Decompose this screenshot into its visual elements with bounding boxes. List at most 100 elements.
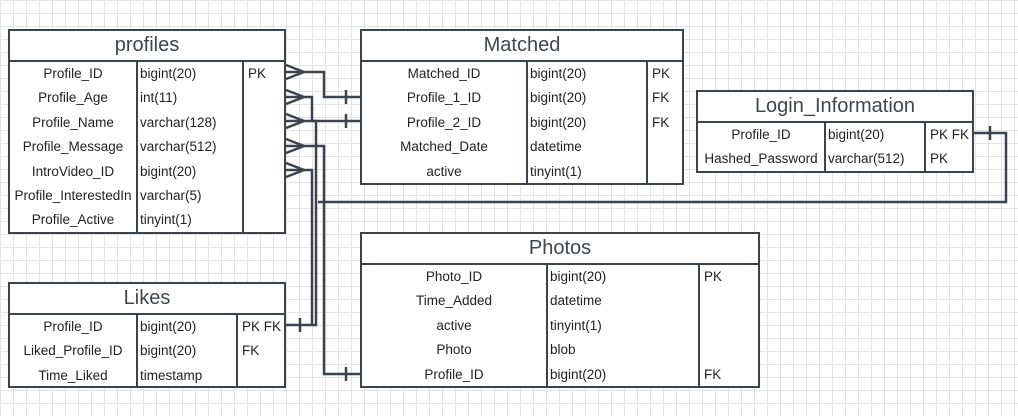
entity-profiles[interactable]: profiles Profile_ID Profile_Age Profile_…: [8, 29, 286, 234]
field-key: PK: [930, 151, 949, 167]
field-name: Profile_ID: [43, 319, 103, 334]
column-names: Matched_ID Profile_1_ID Profile_2_ID Mat…: [362, 62, 528, 184]
field-key: [648, 135, 682, 159]
field-type: varchar(5): [140, 187, 202, 203]
field-key: [244, 208, 284, 232]
field-name: Profile_InterestedIn: [14, 187, 132, 203]
relation-matched-profile2: [286, 95, 360, 123]
entity-title: Photos: [362, 234, 758, 265]
column-types: bigint(20) bigint(20) timestamp: [138, 315, 238, 389]
field-type: varchar(512): [140, 139, 217, 155]
relation-likes-liked: [286, 168, 314, 325]
entity-body: Photo_ID Time_Added active Photo Profile…: [362, 265, 758, 387]
field-type: bigint(20): [140, 163, 197, 179]
field-type: bigint(20): [140, 66, 197, 81]
column-keys: PK FK PK: [926, 123, 972, 172]
field-type: bigint(20): [140, 343, 197, 359]
entity-login-information[interactable]: Login_Information Profile_ID Hashed_Pass…: [696, 90, 974, 173]
relation-likes-crowfoot: [285, 112, 308, 130]
entity-likes[interactable]: Likes Profile_ID Liked_Profile_ID Time_L…: [8, 282, 286, 389]
entity-body: Profile_ID Profile_Age Profile_Name Prof…: [10, 62, 284, 233]
entity-matched[interactable]: Matched Matched_ID Profile_1_ID Profile_…: [360, 29, 684, 185]
field-name: active: [436, 317, 472, 333]
field-type: datetime: [530, 139, 582, 155]
field-type: bigint(20): [828, 127, 885, 142]
column-keys: PK FK: [700, 265, 758, 387]
field-name: Photo: [436, 342, 472, 358]
field-key: FK: [652, 114, 670, 130]
field-key: [244, 135, 284, 159]
field-name: Profile_1_ID: [406, 90, 482, 106]
entity-photos[interactable]: Photos Photo_ID Time_Added active Photo …: [360, 232, 760, 388]
column-types: bigint(20) int(11) varchar(128) varchar(…: [138, 62, 244, 233]
field-name: Photo_ID: [425, 269, 483, 284]
relation-photos-crowfoot: [285, 137, 308, 155]
field-type: bigint(20): [140, 319, 197, 334]
field-type: int(11): [140, 90, 178, 106]
relation-matched-profile2-crowfoot: [285, 88, 308, 106]
field-name: Liked_Profile_ID: [23, 343, 123, 359]
field-type: tinyint(1): [140, 212, 192, 228]
field-type: blob: [550, 342, 576, 358]
field-name: Profile_Message: [22, 139, 124, 155]
field-key: PK FK: [930, 127, 970, 142]
field-name: Matched_ID: [407, 66, 481, 81]
field-key: [244, 184, 284, 208]
field-key: PK: [652, 66, 671, 81]
field-type: bigint(20): [550, 366, 607, 382]
field-key: FK: [652, 90, 670, 106]
field-name: Profile_ID: [731, 127, 791, 142]
column-names: Photo_ID Time_Added active Photo Profile…: [362, 265, 548, 387]
field-key: FK: [242, 343, 260, 359]
field-name: Profile_Active: [31, 212, 115, 228]
field-type: varchar(128): [140, 114, 217, 130]
field-key: [244, 86, 284, 110]
column-keys: PK FK FK: [238, 315, 284, 388]
field-key: FK: [704, 366, 722, 382]
field-name: Matched_Date: [400, 139, 488, 155]
entity-body: Profile_ID Hashed_Password bigint(20) va…: [698, 123, 972, 172]
field-name: Hashed_Password: [704, 151, 818, 167]
column-keys: PK FK FK: [648, 62, 682, 184]
field-name: Profile_Name: [32, 114, 114, 130]
field-name: Profile_Age: [38, 90, 108, 106]
column-types: bigint(20) varchar(512): [826, 123, 926, 172]
field-name: Profile_2_ID: [406, 114, 482, 130]
field-key: [238, 364, 284, 388]
column-names: Profile_ID Profile_Age Profile_Name Prof…: [10, 62, 138, 233]
column-names: Profile_ID Liked_Profile_ID Time_Liked: [10, 315, 138, 389]
column-types: bigint(20) bigint(20) bigint(20) datetim…: [528, 62, 648, 184]
field-key: PK FK: [242, 319, 282, 334]
field-type: bigint(20): [550, 269, 607, 284]
field-type: datetime: [550, 293, 602, 309]
relation-likes-liked-crowfoot: [285, 161, 308, 179]
field-key: [700, 289, 758, 313]
field-key: PK: [248, 66, 267, 81]
entity-title: Login_Information: [698, 92, 972, 123]
field-key: [700, 338, 758, 362]
field-name: Profile_ID: [43, 66, 103, 81]
field-type: tinyint(1): [550, 317, 602, 333]
relation-photos: [286, 144, 360, 376]
entity-title: Likes: [10, 284, 284, 315]
field-type: bigint(20): [530, 114, 587, 130]
column-types: bigint(20) datetime tinyint(1) blob bigi…: [548, 265, 700, 387]
field-type: bigint(20): [530, 90, 587, 106]
entity-body: Profile_ID Liked_Profile_ID Time_Liked b…: [10, 315, 284, 389]
field-name: active: [426, 163, 462, 179]
field-key: [244, 111, 284, 135]
field-name: Profile_ID: [424, 366, 484, 382]
entity-body: Matched_ID Profile_1_ID Profile_2_ID Mat…: [362, 62, 682, 184]
field-type: timestamp: [140, 367, 203, 383]
field-type: bigint(20): [530, 66, 587, 81]
column-names: Profile_ID Hashed_Password: [698, 123, 826, 172]
field-name: Time_Liked: [38, 367, 108, 383]
entity-title: profiles: [10, 31, 284, 62]
relation-matched-profile1-crowfoot: [285, 63, 308, 81]
entity-title: Matched: [362, 31, 682, 62]
field-name: IntroVideo_ID: [31, 163, 115, 179]
field-type: varchar(512): [828, 151, 905, 167]
field-key: [244, 160, 284, 184]
field-name: Time_Added: [415, 293, 493, 309]
